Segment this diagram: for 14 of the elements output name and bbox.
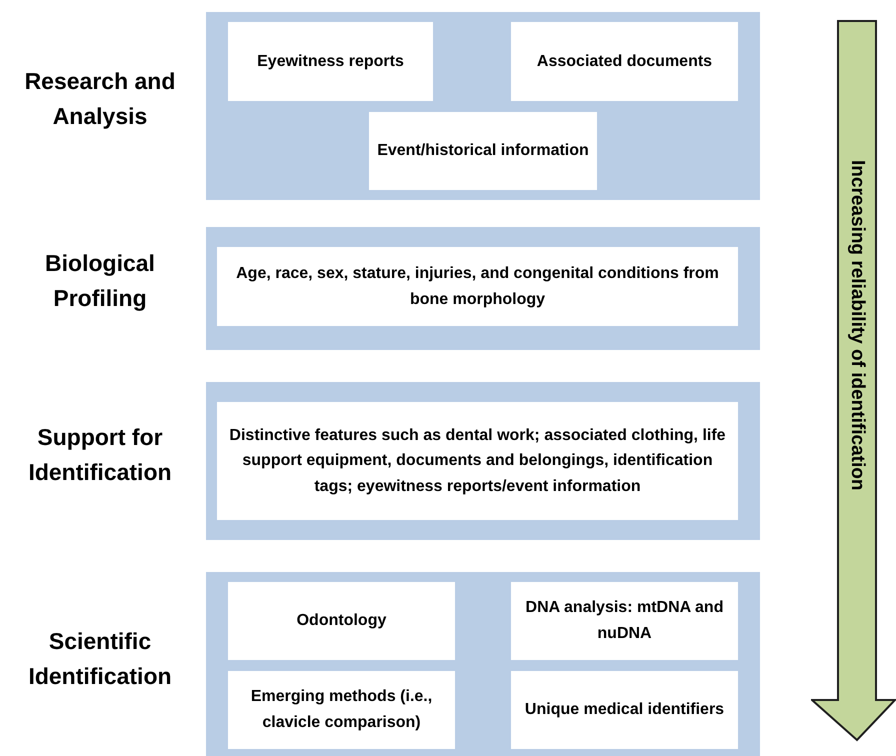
text-box: Event/historical information	[369, 112, 597, 190]
text-box: Unique medical identifiers	[511, 671, 738, 749]
section-heading: Biological Profiling	[44, 249, 156, 313]
section-heading: Support for Identification	[27, 423, 173, 486]
text-box: Odontology	[228, 582, 455, 660]
section-heading: Research and Analysis	[24, 67, 176, 131]
section-heading: Scientific Identification	[27, 627, 173, 690]
text-box: Associated documents	[511, 22, 738, 101]
arrow-label: Increasing reliability of identification	[846, 160, 868, 490]
text-box: DNA analysis: mtDNA and nuDNA	[511, 582, 738, 660]
text-box: Distinctive features such as dental work; associated clothing, life support equipment, documents and belongings, identification tags; eyewitness reports/event information	[217, 402, 738, 520]
text-box: Eyewitness reports	[228, 22, 433, 101]
text-box: Age, race, sex, stature, injuries, and congenital conditions from bone morphology	[217, 247, 738, 326]
text-box: Emerging methods (i.e., clavicle comparison)	[228, 671, 455, 749]
